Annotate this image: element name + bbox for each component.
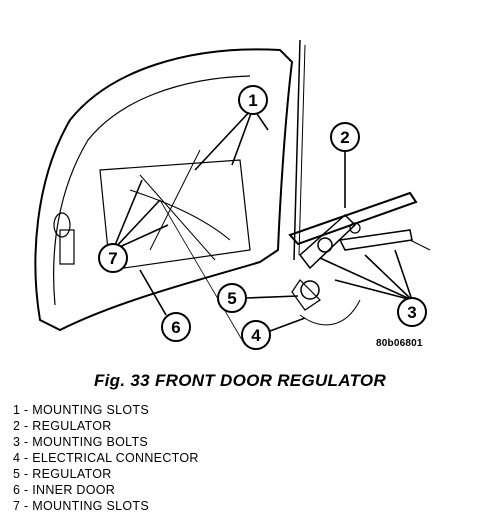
figure-code: 80b06801 [376, 338, 423, 349]
callout-7: 7 [98, 243, 128, 273]
svg-text:7: 7 [108, 249, 117, 268]
figure-title: Fig. 33 FRONT DOOR REGULATOR [93, 371, 387, 390]
svg-text:1: 1 [248, 91, 257, 110]
legend-item: 6 - INNER DOOR [13, 483, 116, 497]
legend-item: 5 - REGULATOR [13, 467, 112, 481]
callout-6: 6 [161, 312, 191, 342]
legend-item: 3 - MOUNTING BOLTS [13, 435, 149, 449]
legend-item: 7 - MOUNTING SLOTS [13, 499, 149, 513]
svg-text:5: 5 [227, 289, 236, 308]
svg-text:3: 3 [407, 303, 416, 322]
callout-3: 3 [397, 297, 427, 327]
svg-text:2: 2 [340, 128, 349, 147]
callout-4: 4 [241, 320, 271, 350]
regulator-illustration [288, 191, 431, 326]
legend-item: 2 - REGULATOR [13, 419, 112, 433]
callout-2: 2 [330, 122, 360, 152]
legend-item: 1 - MOUNTING SLOTS [13, 403, 149, 417]
door-regulator-diagram: 1 2 3 4 5 6 7 [34, 39, 431, 350]
legend-item: 4 - ELECTRICAL CONNECTOR [13, 451, 199, 465]
legend-list: 1 - MOUNTING SLOTS 2 - REGULATOR 3 - MOU… [13, 402, 199, 514]
svg-text:4: 4 [251, 326, 261, 345]
svg-text:6: 6 [171, 318, 180, 337]
callout-1: 1 [238, 85, 268, 115]
callout-5: 5 [217, 283, 247, 313]
inner-door-illustration [34, 39, 306, 346]
